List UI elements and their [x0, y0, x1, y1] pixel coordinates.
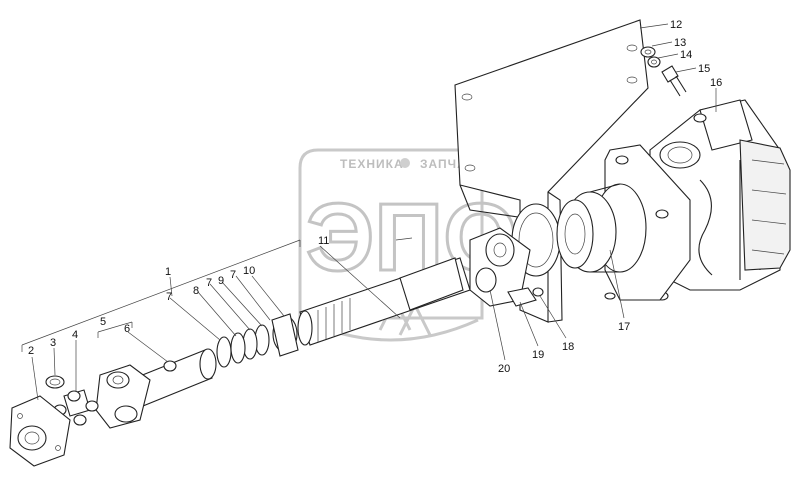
bolt-19	[507, 287, 537, 307]
callout-3: 3	[50, 337, 56, 349]
callout-16: 16	[710, 77, 722, 89]
callout-13: 13	[674, 37, 686, 49]
washer-13	[640, 46, 656, 58]
callout-17: 17	[618, 321, 630, 333]
callout-7-left: 7	[166, 291, 172, 303]
washer-18	[532, 287, 544, 297]
callout-18: 18	[562, 341, 574, 353]
callout-12: 12	[670, 19, 682, 31]
leader-lines	[21, 23, 717, 401]
callout-2: 2	[28, 345, 34, 357]
callout-19: 19	[532, 349, 544, 361]
callout-9: 9	[218, 275, 224, 287]
callout-15: 15	[698, 63, 710, 75]
callout-8: 8	[193, 285, 199, 297]
ring-7a	[216, 336, 232, 368]
mounting-plate	[454, 19, 649, 323]
callout-1: 1	[165, 266, 171, 278]
callout-4: 4	[72, 329, 78, 341]
drive-tube-6	[129, 348, 217, 409]
ring-8	[230, 332, 246, 364]
callout-labels: 1 2 3 4 5 6 7 7 7 8 9 10 11 12 13 14 15 …	[28, 19, 722, 375]
callout-14: 14	[680, 49, 692, 61]
watermark-dot-icon	[400, 158, 410, 168]
seal-rings	[216, 313, 299, 368]
universal-joint-20	[469, 227, 544, 307]
circlip-3	[45, 375, 65, 389]
callout-11: 11	[318, 235, 329, 247]
yoke-5	[95, 364, 151, 429]
callout-20: 20	[498, 363, 510, 375]
callout-7-middle: 7	[206, 277, 212, 289]
splined-shaft-11	[297, 257, 471, 346]
callout-7-right: 7	[230, 269, 236, 281]
callout-10: 10	[243, 265, 255, 277]
fastener-set	[640, 46, 687, 97]
flange-yoke-2	[9, 395, 71, 467]
watermark-text-left: ТЕХНИКА	[340, 157, 404, 171]
washer-14	[647, 56, 661, 68]
callout-6: 6	[124, 323, 130, 335]
drive-flange-17	[556, 144, 691, 301]
bolt-15-head	[661, 65, 679, 83]
callout-5: 5	[100, 316, 106, 328]
cross-spider-4	[53, 389, 99, 426]
